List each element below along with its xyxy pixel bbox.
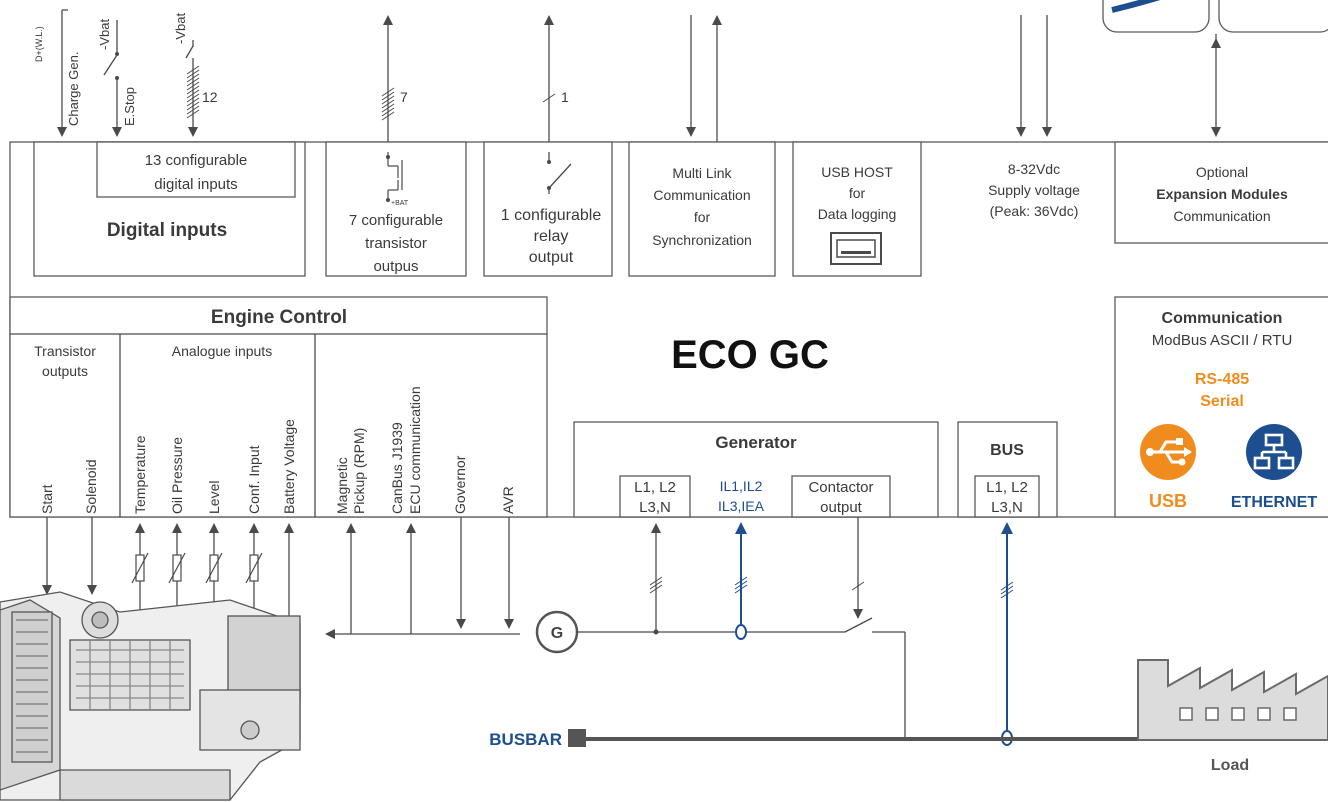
expansion-line3: Communication <box>1173 208 1270 224</box>
module-logo-swoosh <box>1111 0 1161 13</box>
relay-output-line3: output <box>529 249 574 266</box>
top-module-right <box>1218 0 1328 33</box>
conf-input-label: Conf. Input <box>246 445 262 514</box>
solenoid-label: Solenoid <box>83 460 99 515</box>
level-label: Level <box>206 481 222 514</box>
usb-port-icon <box>830 232 882 265</box>
relay-output-line2: relay <box>534 228 569 245</box>
supply-line3: (Peak: 36Vdc) <box>990 203 1079 219</box>
supply-line2: Supply voltage <box>988 182 1080 198</box>
contactor-output-box <box>791 475 891 518</box>
governor-label: Governor <box>452 455 468 514</box>
expansion-line1: Optional <box>1196 164 1248 180</box>
avr-label: AVR <box>500 486 516 514</box>
generator-title: Generator <box>715 433 797 452</box>
bus-title: BUS <box>990 442 1024 459</box>
bat-label: +BAT <box>391 200 409 207</box>
load-label: Load <box>1211 757 1249 774</box>
gen-voltage-box <box>619 475 691 518</box>
usb-host-line2: for <box>849 185 866 201</box>
usb-icon <box>1140 424 1196 480</box>
temperature-label: Temperature <box>132 435 148 514</box>
communication-box <box>1114 296 1328 518</box>
digital-inputs-title: Digital inputs <box>107 220 227 241</box>
digital-inputs-sub-line2: digital inputs <box>154 176 237 193</box>
count-12: 12 <box>202 89 218 105</box>
transistor-output-line2: transistor <box>365 235 427 252</box>
communication-protocol: ModBus ASCII / RTU <box>1152 332 1293 349</box>
pickup-rpm-label: Pickup (RPM) <box>351 428 367 514</box>
oil-pressure-label: Oil Pressure <box>169 437 185 514</box>
device-title: ECO GC <box>671 333 829 377</box>
transistor-output-line3: outpus <box>373 258 418 275</box>
dplus-label: D+(W.L.) <box>34 26 44 62</box>
charge-gen-label: Charge Gen. <box>66 52 81 126</box>
usb-host-line1: USB HOST <box>821 164 893 180</box>
digital-inputs-sub-line1: 13 configurable <box>145 152 248 169</box>
rs485-label: RS-485 <box>1195 371 1249 388</box>
battery-voltage-label: Battery Voltage <box>281 419 297 514</box>
magnetic-label: Magnetic <box>334 457 350 514</box>
multilink-line4: Synchronization <box>652 232 752 248</box>
engine-control-title: Engine Control <box>211 307 347 328</box>
top-signal-wires <box>57 9 1221 152</box>
usb-label: USB <box>1149 491 1187 511</box>
busbar-label: BUSBAR <box>489 730 562 749</box>
engine-genset-image <box>0 591 301 801</box>
generator-symbol-label: G <box>551 625 563 642</box>
count-7: 7 <box>400 89 408 105</box>
estop-label: E.Stop <box>122 87 137 126</box>
bottom-wiring <box>42 517 906 740</box>
vbat2-label: -Vbat <box>173 13 188 44</box>
current-sense-wires <box>734 522 1014 746</box>
multilink-box <box>628 141 776 277</box>
relay-output-line1: 1 configurable <box>501 207 602 224</box>
busbar-terminal <box>568 729 586 747</box>
transistor-outputs-title1: Transistor <box>34 343 96 359</box>
transistor-outputs-title2: outputs <box>42 363 88 379</box>
expansion-line2: Expansion Modules <box>1156 186 1288 202</box>
transistor-output-box <box>325 141 467 277</box>
contactor-line2: output <box>820 499 863 516</box>
serial-label: Serial <box>1200 393 1244 410</box>
gen-l3n: L3,N <box>639 499 671 516</box>
multilink-line2: Communication <box>653 187 750 203</box>
analogue-inputs-title: Analogue inputs <box>172 343 272 359</box>
communication-title: Communication <box>1162 310 1283 327</box>
transistor-output-line1: 7 configurable <box>349 212 443 229</box>
supply-line1: 8-32Vdc <box>1008 161 1060 177</box>
ethernet-icon <box>1246 424 1302 480</box>
top-module-left <box>1102 0 1210 33</box>
multilink-line3: for <box>694 209 711 225</box>
start-label: Start <box>39 484 55 514</box>
bus-l1l2: L1, L2 <box>986 479 1028 496</box>
ethernet-label: ETHERNET <box>1231 494 1317 511</box>
usb-host-line3: Data logging <box>818 206 897 222</box>
ecu-communication-label: ECU communication <box>407 386 423 514</box>
expansion-box <box>1114 141 1328 244</box>
gen-current-2: IL3,IEA <box>718 498 765 514</box>
multilink-line1: Multi Link <box>672 165 732 181</box>
canbus-label: CanBus J1939 <box>389 422 405 514</box>
gen-l1l2: L1, L2 <box>634 479 676 496</box>
bus-voltage-box <box>974 475 1040 518</box>
digital-inputs-sub-box <box>96 141 296 198</box>
relay-output-box <box>483 141 613 277</box>
contactor-line1: Contactor <box>808 479 873 496</box>
count-1: 1 <box>561 89 569 105</box>
vbat1-label: -Vbat <box>97 19 112 50</box>
bus-l3n: L3,N <box>991 499 1023 516</box>
load-factory-icon <box>1137 659 1328 741</box>
gen-current-1: IL1,IL2 <box>720 478 763 494</box>
